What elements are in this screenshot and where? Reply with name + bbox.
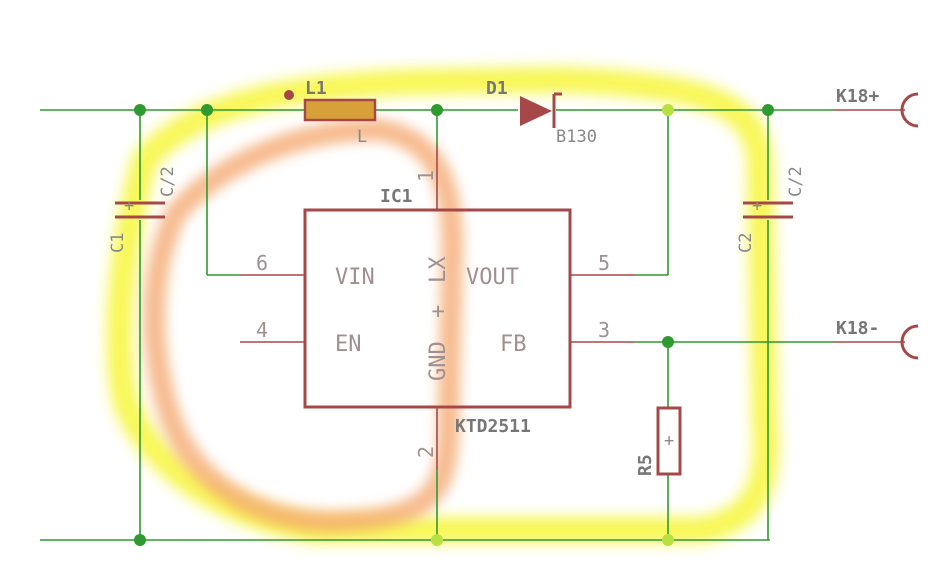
pin-number-6: 6 [256,251,268,275]
pin-label-gnd: GND [426,341,451,381]
capacitor-name: C1 [108,233,128,253]
capacitor-value: C/2 [158,166,178,197]
pin-label-fb: FB [500,332,527,357]
junction-dot [431,104,443,116]
resistor-name: R5 [635,454,656,476]
connector-k18-minus[interactable]: K18- [833,318,919,360]
junction-dot [662,534,674,546]
junction-dot [762,104,774,116]
pin-label-vin: VIN [335,265,375,290]
pin-number-1: 1 [414,170,438,182]
junction-dot [134,534,146,546]
polarity-mark: + [124,196,134,216]
pin-number-2: 2 [414,446,438,458]
capacitor-c1[interactable]: + C1 C/2 [108,166,178,253]
junction-dot [431,534,443,546]
junction-dot [134,104,146,116]
pin-label-en: EN [335,332,362,357]
polarity-mark: + [752,196,762,216]
resistor-r5[interactable]: + R5 [635,406,682,476]
capacitor-value: C/2 [786,166,806,197]
inductor-name: L1 [305,78,327,99]
diode-value: B130 [556,127,597,147]
wires [40,109,833,541]
capacitor-name: C2 [736,233,756,253]
junction-dot [662,104,674,116]
pin-number-5: 5 [598,251,610,275]
pin-number-3: 3 [598,318,610,342]
capacitor-c2[interactable]: + C2 C/2 [736,166,806,253]
connector-label: K18- [836,318,879,339]
diode-name: D1 [486,78,508,99]
inductor-value: L [357,127,367,147]
diode-d1[interactable]: D1 B130 [486,78,597,147]
junction-dot [662,336,674,348]
ic-name: IC1 [380,186,413,207]
polarity-mark: + [664,431,674,451]
connector-label: K18+ [836,86,880,107]
pin-number-4: 4 [256,318,268,342]
highlight-yellow-loop [106,67,780,543]
highlight-orange-loop [143,118,464,533]
connector-k18-plus[interactable]: K18+ [833,86,919,128]
junctions [134,104,774,546]
pin-label-lx: LX [426,256,451,283]
inductor-l1[interactable]: L1 L [284,78,377,147]
ic1[interactable]: IC1 KTD2511 VIN EN VOUT FB LX + GND 6 4 … [240,145,635,470]
pin-label-plus: + [426,305,451,318]
ic-value: KTD2511 [455,416,531,437]
junction-dot [201,104,213,116]
pin-label-vout: VOUT [466,265,519,290]
